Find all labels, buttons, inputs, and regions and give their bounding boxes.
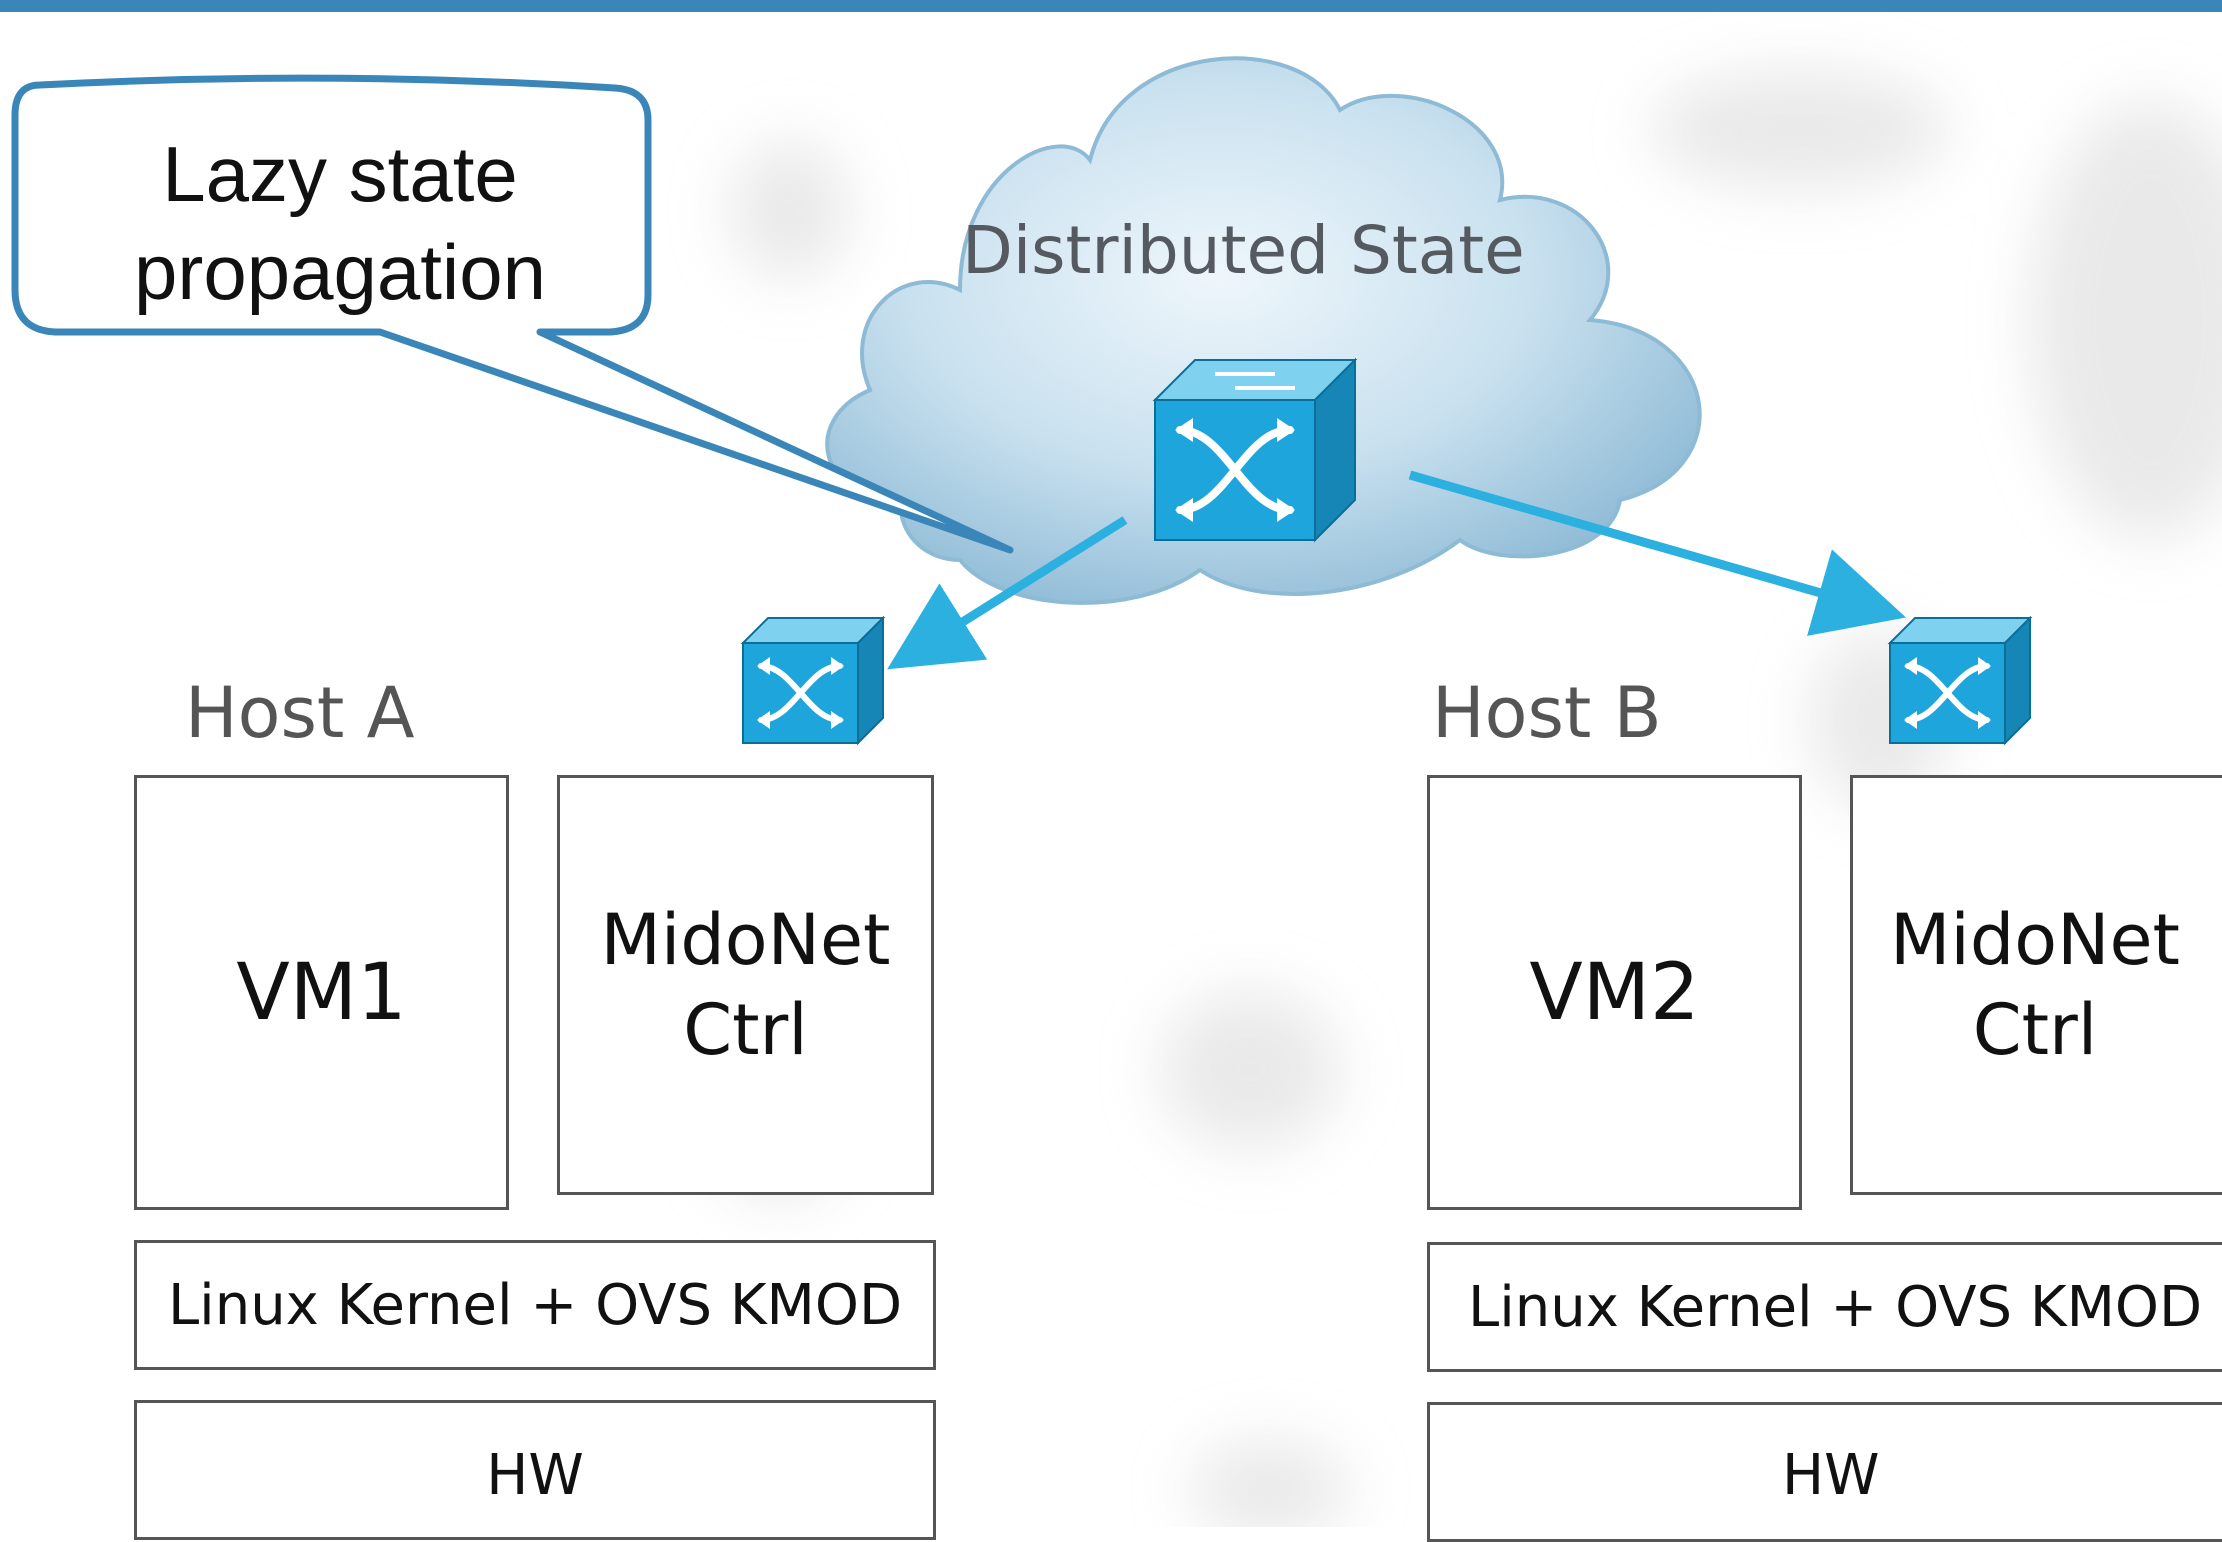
host-a-ctrl-box: MidoNet Ctrl <box>557 775 934 1195</box>
arrow-to-host-a <box>887 516 1128 670</box>
host-a-label: Host A <box>185 672 415 754</box>
callout-line-1: Lazy state <box>162 130 518 218</box>
host-b-kernel-label: Linux Kernel + OVS KMOD <box>1468 1274 2203 1340</box>
top-accent-bar <box>0 0 2222 12</box>
host-a-vm-box: VM1 <box>134 775 509 1210</box>
callout-bubble <box>11 74 1014 554</box>
cloud-switch-icon <box>1152 357 1358 543</box>
host-a-ctrl-label: MidoNet Ctrl <box>600 899 891 1071</box>
callout-line-2: propagation <box>133 228 546 316</box>
cloud-label: Distributed State <box>962 212 1525 289</box>
host-b-ctrl-box: MidoNet Ctrl <box>1850 775 2222 1195</box>
distributed-state-cloud <box>825 56 1702 605</box>
host-b-hw-box: HW <box>1427 1402 2222 1542</box>
arrow-to-host-b <box>1408 470 1906 636</box>
host-b-vm-box: VM2 <box>1427 775 1802 1210</box>
host-b-vm-label: VM2 <box>1529 947 1700 1038</box>
callout-text: Lazy state propagation <box>40 125 640 321</box>
host-b-switch-icon <box>1887 615 2033 746</box>
host-a-hw-label: HW <box>486 1443 584 1508</box>
host-b-hw-label: HW <box>1782 1443 1880 1508</box>
host-b-ctrl-label: MidoNet Ctrl <box>1890 899 2180 1071</box>
host-a-switch-icon <box>740 615 886 746</box>
host-b-kernel-box: Linux Kernel + OVS KMOD <box>1427 1242 2222 1372</box>
host-a-kernel-box: Linux Kernel + OVS KMOD <box>134 1240 936 1370</box>
host-b-label: Host B <box>1432 672 1662 754</box>
host-a-vm-label: VM1 <box>236 947 407 1038</box>
host-a-kernel-label: Linux Kernel + OVS KMOD <box>167 1272 903 1338</box>
host-a-hw-box: HW <box>134 1400 936 1540</box>
